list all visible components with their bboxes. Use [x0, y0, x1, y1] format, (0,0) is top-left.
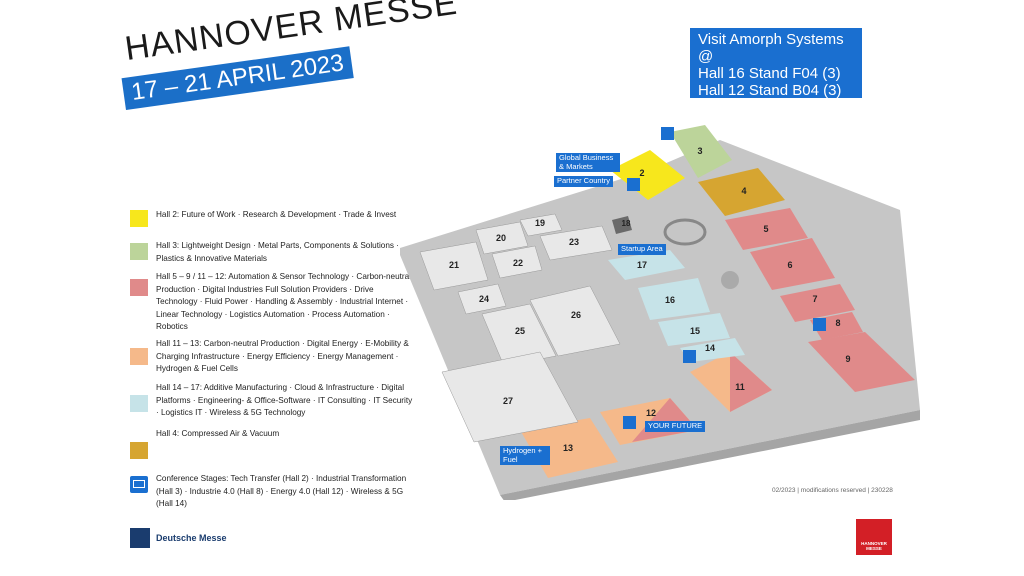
- hall-7-label: 7: [812, 294, 817, 304]
- hall-22-label: 22: [513, 258, 523, 268]
- legend-text-hall4: Hall 4: Compressed Air & Vacuum: [156, 429, 280, 438]
- visit-line-2: Hall 16 Stand F04 (3): [698, 65, 841, 82]
- stage-icon-hall8[interactable]: [813, 318, 826, 331]
- legend-swatch-energy: [130, 348, 148, 365]
- hall-24-label: 24: [479, 294, 489, 304]
- hall-26[interactable]: [529, 285, 621, 357]
- hall-20[interactable]: [475, 221, 529, 255]
- hall-15[interactable]: [658, 313, 730, 346]
- fairground-map: 2 3 4 5 6 7 8 9 11 12 13 17 16 15 14 18 …: [400, 125, 920, 500]
- hall-4[interactable]: [698, 168, 785, 216]
- hall-14-label: 14: [705, 343, 715, 353]
- hall-16[interactable]: [638, 278, 710, 320]
- hall-21[interactable]: [419, 241, 489, 291]
- hall-14[interactable]: [680, 338, 745, 362]
- hall-12-label: 12: [646, 408, 656, 418]
- stage-icon-hall3[interactable]: [661, 127, 674, 140]
- hall-19[interactable]: [519, 213, 563, 237]
- callout-startup-area[interactable]: Startup Area: [618, 244, 666, 255]
- hall-22[interactable]: [491, 245, 543, 279]
- legend-swatch-hall3: [130, 243, 148, 260]
- hall-16-label: 16: [665, 295, 675, 305]
- hall-18-label: 18: [622, 219, 631, 228]
- visit-line-3: Hall 12 Stand B04 (3): [698, 82, 842, 99]
- deutsche-messe-logo: [130, 528, 150, 548]
- hall-5[interactable]: [725, 208, 808, 250]
- hall-7[interactable]: [780, 284, 855, 322]
- hall-9[interactable]: [808, 332, 915, 392]
- visit-line-1: Visit Amorph Systems @: [698, 31, 844, 65]
- legend-swatch-hall4: [130, 442, 148, 459]
- callout-global-business[interactable]: Global Business & Markets: [556, 153, 620, 172]
- hall-19-label: 19: [535, 218, 545, 228]
- callout-hydrogen[interactable]: Hydrogen + Fuel: [500, 446, 550, 465]
- visit-info-box: Visit Amorph Systems @ Hall 16 Stand F04…: [690, 28, 862, 99]
- hall-21-label: 21: [449, 260, 459, 270]
- callout-your-future[interactable]: YOUR FUTURE: [645, 421, 706, 432]
- stage-icon-hall2[interactable]: [627, 178, 640, 191]
- legend-text-hall3: Hall 3: Lightweight Design · Metal Parts…: [156, 241, 400, 263]
- legend-swatch-automation: [130, 279, 148, 296]
- legend-swatch-stages: [130, 476, 148, 493]
- hall-5-label: 5: [763, 224, 768, 234]
- footer-note: 02/2023 | modifications reserved | 23022…: [772, 487, 893, 494]
- stage-icon-hall14[interactable]: [683, 350, 696, 363]
- hall-17-label: 17: [637, 260, 647, 270]
- hall-17[interactable]: [608, 250, 685, 280]
- hall-26-label: 26: [571, 310, 581, 320]
- hall-27[interactable]: [441, 351, 579, 443]
- legend-swatch-hall2: [130, 210, 148, 227]
- hall-4-label: 4: [741, 186, 746, 196]
- hall-11-label: 11: [735, 382, 745, 392]
- legend-text-hall2: Hall 2: Future of Work · Research & Deve…: [156, 210, 397, 219]
- hall-2-label: 2: [639, 168, 644, 178]
- expo-rotunda: [663, 218, 707, 246]
- hall-8-label: 8: [835, 318, 840, 328]
- deutsche-messe-name: Deutsche Messe: [156, 533, 227, 543]
- plaza-decoration: [721, 271, 739, 289]
- hall-3-label: 3: [697, 146, 702, 156]
- hannover-messe-logo: HANNOVER MESSE: [856, 519, 892, 555]
- legend-swatch-digital: [130, 395, 148, 412]
- hall-25[interactable]: [481, 303, 557, 367]
- hall-2[interactable]: [610, 150, 685, 200]
- hall-15-label: 15: [690, 326, 700, 336]
- stage-icon-hall12[interactable]: [623, 416, 636, 429]
- hall-11-automation: [730, 352, 772, 412]
- hall-3[interactable]: [670, 125, 732, 178]
- stage-icon: [133, 480, 145, 488]
- hall-6[interactable]: [750, 238, 835, 290]
- hall-27-label: 27: [503, 396, 513, 406]
- ground-edge: [500, 410, 920, 500]
- hall-23-label: 23: [569, 237, 579, 247]
- legend-text-digital: Hall 14 – 17: Additive Manufacturing · C…: [156, 383, 413, 418]
- hall-24[interactable]: [457, 283, 507, 315]
- hall-6-label: 6: [787, 260, 792, 270]
- legend-text-energy: Hall 11 – 13: Carbon-neutral Production …: [156, 339, 409, 374]
- hall-20-label: 20: [496, 233, 506, 243]
- legend-text-automation: Hall 5 – 9 / 11 – 12: Automation & Senso…: [156, 272, 412, 332]
- legend-text-stages: Conference Stages: Tech Transfer (Hall 2…: [156, 474, 407, 509]
- hall-9-label: 9: [845, 354, 850, 364]
- hall-23[interactable]: [539, 225, 613, 261]
- hannover-messe-logo-text: HANNOVER MESSE: [861, 541, 887, 551]
- hall-25-label: 25: [515, 326, 525, 336]
- hall-18[interactable]: [612, 216, 632, 234]
- callout-partner-country[interactable]: Partner Country: [554, 176, 613, 187]
- hall-13-label: 13: [563, 443, 573, 453]
